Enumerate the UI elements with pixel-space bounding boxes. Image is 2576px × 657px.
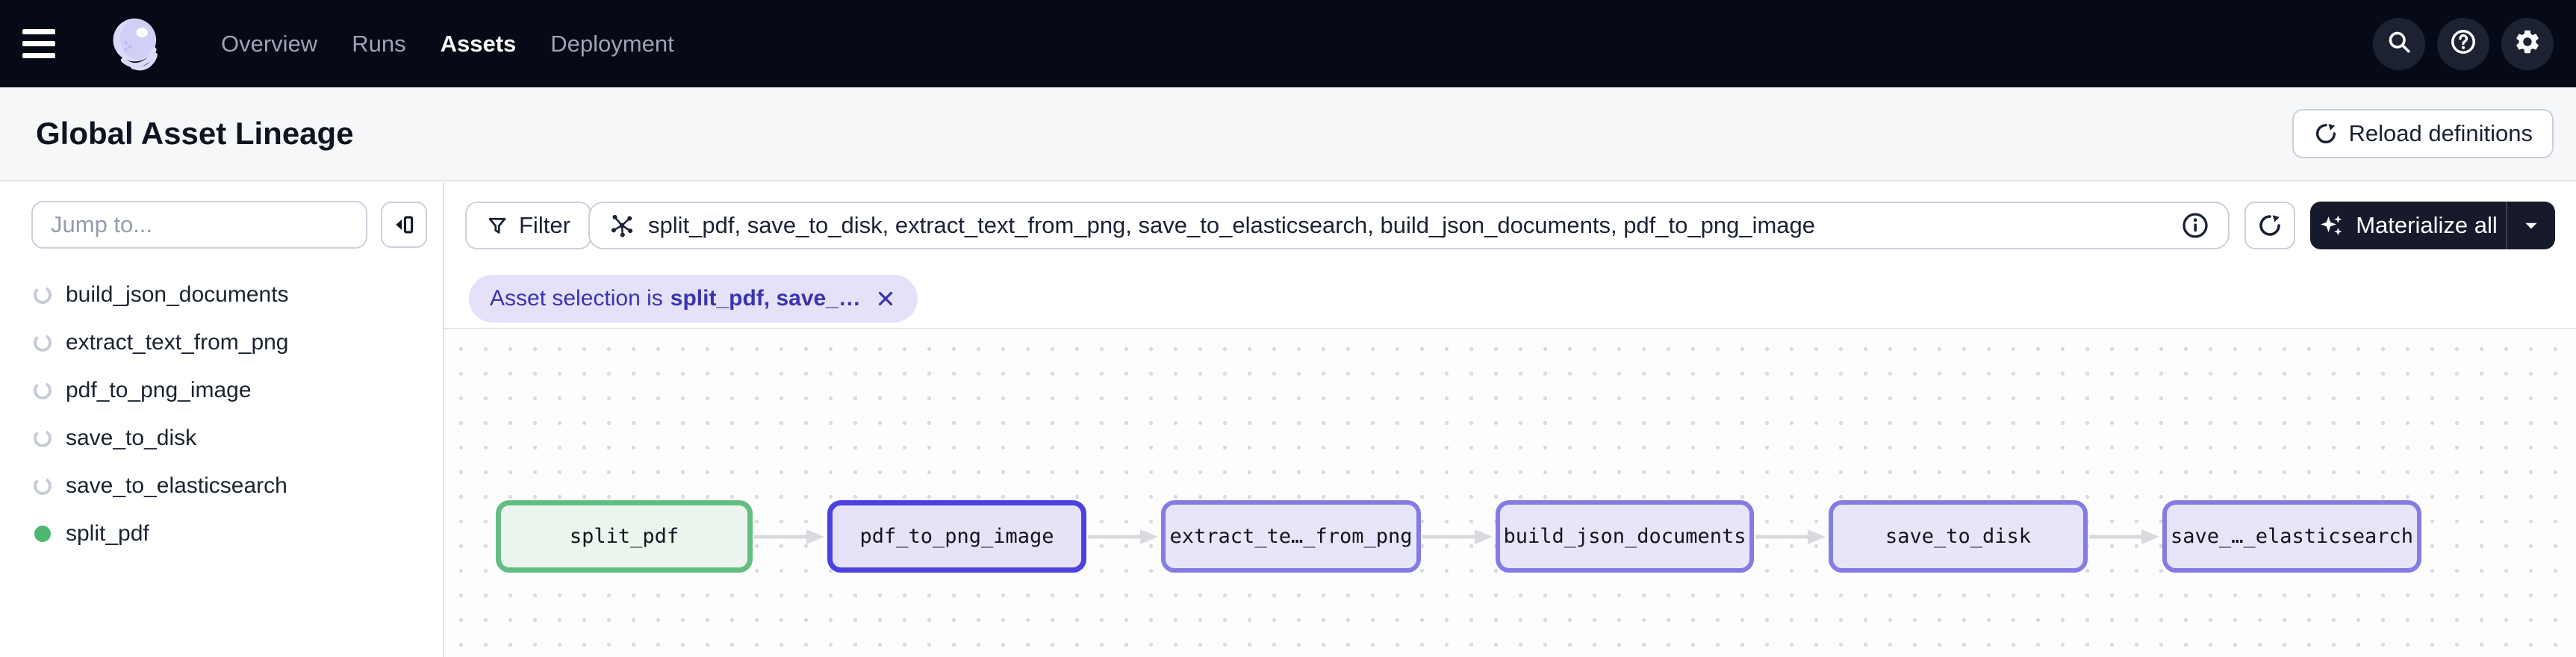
sidebar-asset-extract_text_from_png[interactable]: extract_text_from_png — [0, 319, 443, 367]
collapse-panel-icon — [396, 216, 414, 234]
refresh-icon — [2315, 123, 2336, 143]
nav-links: Overview Runs Assets Deployment — [221, 31, 674, 57]
never-materialized-status-icon — [33, 333, 52, 352]
info-icon[interactable] — [2180, 211, 2210, 240]
materialized-status-icon — [33, 524, 52, 544]
sparkles-icon — [2321, 215, 2342, 236]
search-button[interactable] — [2373, 17, 2425, 70]
nav-link-assets[interactable]: Assets — [440, 30, 517, 57]
page-title: Global Asset Lineage — [36, 116, 354, 151]
lineage-edge-arrow — [1754, 527, 1829, 547]
lineage-graph-canvas[interactable]: split_pdf pdf_to_png_image extract_te…_fro… — [444, 328, 2576, 657]
never-materialized-status-icon — [33, 285, 52, 305]
never-materialized-status-icon — [33, 429, 52, 448]
asset-node-save_to_disk[interactable]: save_to_disk — [1829, 500, 2088, 573]
refresh-icon — [2259, 215, 2280, 236]
asset-node-label: build_json_documents — [1503, 525, 1746, 548]
nav-left: Overview Runs Assets Deployment — [22, 10, 674, 78]
content: build_json_documents extract_text_from_pn… — [0, 183, 2576, 657]
lineage-main: Filter — [444, 183, 2576, 657]
materialize-all-label: Materialize all — [2356, 212, 2498, 238]
lineage-node-row: split_pdf pdf_to_png_image extract_te…_fro… — [496, 500, 2421, 573]
nav-link-overview[interactable]: Overview — [221, 30, 318, 57]
sidebar-asset-label: save_to_elasticsearch — [66, 473, 287, 498]
asset-node-extract_text_from_png[interactable]: extract_te…_from_png — [1161, 500, 1421, 573]
asset-node-label: save_to_disk — [1885, 525, 2032, 548]
asset-node-label: split_pdf — [569, 525, 679, 548]
refresh-graph-button[interactable] — [2244, 202, 2295, 249]
dagster-octopus-logo[interactable] — [103, 10, 170, 78]
collapse-sidebar-button[interactable] — [381, 202, 427, 248]
help-button[interactable] — [2437, 17, 2489, 70]
asset-node-split_pdf[interactable]: split_pdf — [496, 500, 753, 573]
lineage-graph-icon — [611, 214, 633, 237]
asset-node-label: save_…_elasticsearch — [2170, 525, 2414, 548]
page-header: Global Asset Lineage Reload definitions — [0, 87, 2576, 181]
asset-sidebar: build_json_documents extract_text_from_pn… — [0, 183, 444, 657]
hamburger-menu-icon[interactable] — [22, 21, 69, 67]
asset-node-save_to_elasticsearch[interactable]: save_…_elasticsearch — [2162, 500, 2421, 573]
jump-row — [0, 183, 443, 249]
lineage-edge-arrow — [1421, 527, 1496, 547]
gear-icon — [2513, 28, 2542, 60]
never-materialized-status-icon — [33, 381, 52, 400]
asset-node-build_json_documents[interactable]: build_json_documents — [1496, 500, 1754, 573]
lineage-toolbar: Filter — [444, 183, 2576, 328]
chevron-down-icon — [2525, 222, 2537, 229]
sidebar-asset-label: extract_text_from_png — [66, 330, 289, 355]
filter-button[interactable]: Filter — [465, 202, 591, 249]
lineage-edge-arrow — [753, 527, 827, 547]
sidebar-asset-label: save_to_disk — [66, 426, 197, 450]
asset-selection-chip[interactable]: Asset selection is split_pdf, save_… — [469, 275, 918, 323]
lineage-edge-arrow — [1086, 527, 1161, 547]
asset-node-label: extract_te…_from_png — [1169, 525, 1413, 548]
filter-button-label: Filter — [519, 212, 570, 238]
asset-node-label: pdf_to_png_image — [859, 525, 1054, 548]
help-icon — [2449, 28, 2477, 60]
top-nav: Overview Runs Assets Deployment — [0, 0, 2576, 87]
nav-link-deployment[interactable]: Deployment — [550, 30, 674, 57]
sidebar-asset-pdf_to_png_image[interactable]: pdf_to_png_image — [0, 367, 443, 414]
asset-list: build_json_documents extract_text_from_pn… — [0, 271, 443, 558]
asset-selection-input-wrap — [588, 202, 2230, 249]
asset-selection-input[interactable] — [648, 212, 2180, 239]
chip-prefix: Asset selection is — [490, 286, 663, 311]
reload-definitions-button[interactable]: Reload definitions — [2292, 109, 2554, 158]
search-icon — [2386, 28, 2412, 59]
nav-actions — [2373, 17, 2554, 70]
materialize-all-dropdown[interactable] — [2506, 202, 2555, 249]
asset-node-pdf_to_png_image[interactable]: pdf_to_png_image — [827, 500, 1086, 573]
sidebar-asset-save_to_disk[interactable]: save_to_disk — [0, 414, 443, 462]
jump-to-input[interactable] — [31, 201, 367, 249]
sidebar-asset-save_to_elasticsearch[interactable]: save_to_elasticsearch — [0, 462, 443, 510]
funnel-icon — [488, 217, 506, 234]
lineage-edge-arrow — [2088, 527, 2162, 547]
materialize-all-main[interactable]: Materialize all — [2310, 202, 2506, 249]
never-materialized-status-icon — [33, 476, 52, 496]
sidebar-asset-split_pdf[interactable]: split_pdf — [0, 510, 443, 558]
materialize-all-button[interactable]: Materialize all — [2310, 202, 2555, 249]
nav-link-runs[interactable]: Runs — [352, 30, 406, 57]
sidebar-asset-label: pdf_to_png_image — [66, 378, 252, 402]
chip-value: split_pdf, save_… — [670, 286, 861, 311]
settings-button[interactable] — [2501, 17, 2554, 70]
reload-definitions-label: Reload definitions — [2348, 120, 2533, 146]
chip-close-icon[interactable] — [874, 287, 897, 310]
sidebar-asset-build_json_documents[interactable]: build_json_documents — [0, 271, 443, 319]
sidebar-asset-label: build_json_documents — [66, 282, 289, 307]
sidebar-asset-label: split_pdf — [66, 521, 149, 546]
